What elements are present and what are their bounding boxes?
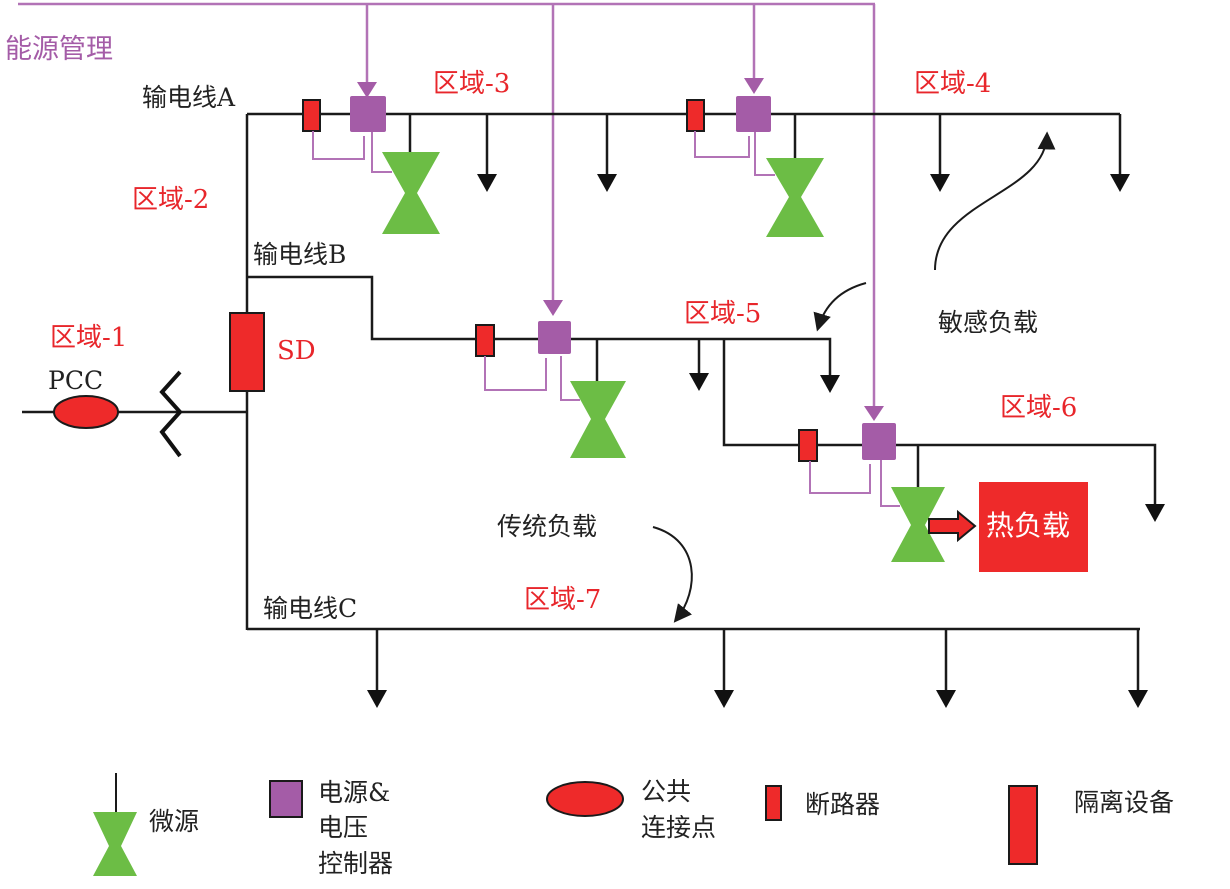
pcc-icon (546, 781, 624, 817)
load-icon (936, 690, 956, 708)
legend-item-micro-source: 微源 (93, 773, 199, 876)
energy-management-label: 能源管理 (5, 34, 113, 65)
feeder-c (247, 627, 1148, 708)
legend-item-breaker: 断路器 (765, 785, 880, 821)
load-icon (477, 174, 497, 192)
energy-management-bus (18, 2, 884, 421)
zone-3-label: 区域-3 (433, 69, 510, 99)
isolation-device-icon (1008, 785, 1038, 865)
load-icon (714, 690, 734, 708)
load-icon (1145, 504, 1165, 522)
control-link (754, 132, 775, 176)
pcc-icon (53, 395, 119, 429)
micro-source-icon (766, 158, 824, 237)
micro-source-icon (570, 381, 626, 458)
thermal-load-box (979, 482, 1088, 572)
load-icon (689, 373, 709, 391)
pcc-section (22, 370, 247, 458)
legend-label: 控制器 (318, 849, 393, 878)
legend-label: 电源& (318, 778, 390, 807)
feeder-a (247, 96, 1130, 237)
breaker-icon (765, 785, 782, 821)
load-icon (1110, 174, 1130, 192)
feeder-a-label: 输电线A (142, 83, 236, 112)
sensitive-load-arrow-to-b (813, 282, 867, 332)
feeder-c-label: 输电线C (263, 594, 357, 623)
legend-label: 微源 (149, 807, 199, 836)
heat-arrow-icon (928, 509, 977, 543)
main-bus (229, 114, 265, 630)
control-link (880, 460, 900, 507)
legend-label: 隔离设备 (1074, 788, 1174, 817)
breaker-icon (302, 99, 321, 132)
sensitive-load-arrow-to-a (934, 131, 1056, 271)
zone-7-label: 区域-7 (524, 585, 601, 615)
control-link (694, 131, 750, 158)
controller-icon (862, 423, 896, 460)
legend-label: 连接点 (641, 813, 716, 842)
load-icon (1128, 690, 1148, 708)
breaker-icon (798, 429, 818, 462)
sensitive-load-label: 敏感负载 (938, 308, 1038, 337)
pcc-label: PCC (48, 366, 103, 395)
legend: 微源 电源& 电压 控制器 公共 连接点 断路器 隔离设备 (93, 773, 1174, 878)
legend-item-controller: 电源& 电压 控制器 (269, 778, 393, 878)
zone6-line (722, 339, 1157, 505)
legend-item-isolation: 隔离设备 (1008, 785, 1174, 865)
control-arrow-icon (864, 406, 884, 421)
load-icon (820, 375, 840, 393)
legend-item-pcc: 公共 连接点 (546, 777, 716, 842)
breaker-icon (475, 324, 495, 357)
feeder-b-label: 输电线B (253, 240, 346, 269)
switch-icon (159, 370, 183, 458)
feeder-b-line (247, 275, 832, 378)
control-link (560, 356, 580, 401)
zone-1-label: 区域-1 (50, 323, 127, 353)
load-icon (930, 174, 950, 192)
isolation-device-sd (229, 312, 265, 392)
breaker-icon (686, 99, 705, 132)
control-arrow-icon (744, 78, 764, 94)
zone-2-label: 区域-2 (132, 185, 209, 215)
controller-icon (538, 321, 571, 354)
control-link (484, 356, 547, 391)
control-arrow-icon (543, 300, 563, 316)
control-arrow-icon (357, 82, 377, 98)
controller-icon (269, 780, 303, 818)
control-link (809, 461, 871, 494)
control-link (371, 132, 392, 173)
legend-label: 公共 (641, 777, 691, 806)
micro-source-icon (93, 812, 137, 876)
conventional-load-label: 传统负载 (497, 512, 597, 541)
zone-5-label: 区域-5 (684, 299, 761, 329)
legend-label: 电压 (318, 813, 368, 842)
zone-6-label: 区域-6 (1000, 393, 1077, 423)
control-link (312, 131, 365, 160)
legend-label: 断路器 (805, 790, 880, 819)
feeder-b (247, 275, 1165, 572)
conventional-load-arrow (652, 526, 693, 623)
sd-label: SD (277, 336, 316, 366)
load-icon (367, 690, 387, 708)
controller-icon (736, 96, 771, 132)
controller-icon (350, 96, 386, 132)
zone-4-label: 区域-4 (914, 69, 991, 99)
micro-source-icon (382, 152, 440, 234)
thermal-load-label: 热负载 (986, 509, 1070, 542)
load-icon (597, 174, 617, 192)
micro-source-icon (891, 487, 945, 562)
